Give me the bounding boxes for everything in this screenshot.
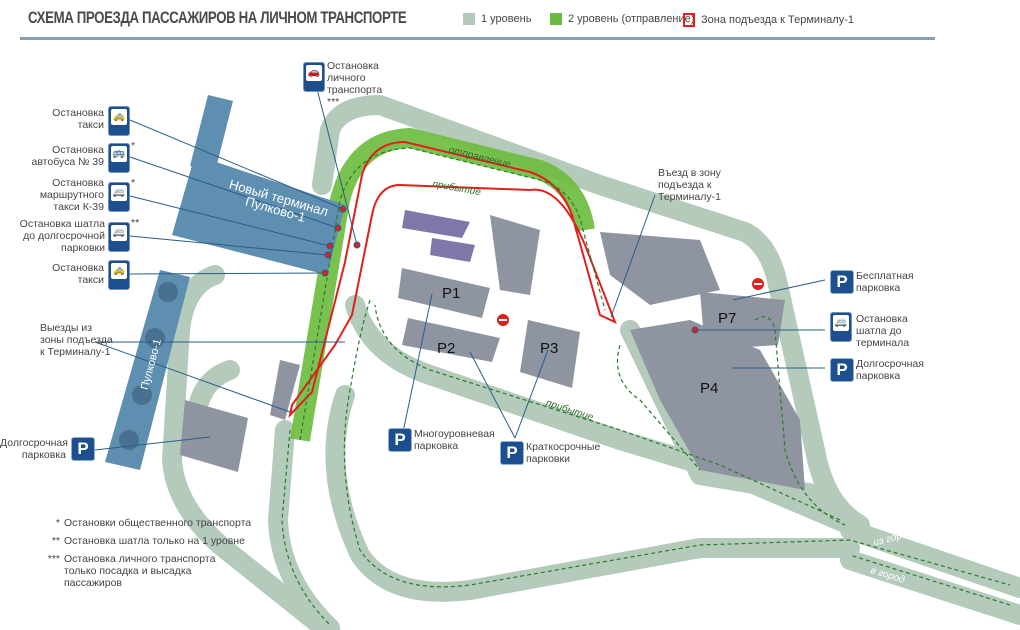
- footnote-mark-2: **: [51, 535, 60, 547]
- shuttle-icon: 🚐: [833, 315, 849, 331]
- taxi-stop-sign-2: 🚕: [108, 260, 130, 290]
- road-left-loop: [162, 265, 330, 630]
- parking-p4: P4: [700, 380, 719, 397]
- minibus-icon: 🚐: [111, 185, 127, 201]
- short-parking-label: Краткосрочные парковки: [526, 441, 601, 465]
- legend-level1: 1 уровень: [463, 13, 531, 25]
- road-highway-in: [840, 520, 1020, 598]
- no-entry-signs: [497, 278, 764, 326]
- legend-zone: Зона подъезда к Терминалу-1: [683, 13, 854, 27]
- parking-p7: P7: [718, 310, 737, 327]
- leader-lines: [94, 84, 826, 451]
- entry-label: Въезд в зону подъезда к Терминалу-1: [658, 167, 721, 203]
- taxi-stop-sign-1: 🚕: [108, 106, 130, 136]
- parking-sign-short: P: [500, 441, 524, 465]
- parking-sign-long-right: P: [830, 358, 854, 382]
- parking-p2: P2: [437, 340, 456, 357]
- shuttle-stop-sign: 🚐: [108, 222, 130, 252]
- taxi-stop-label-1: Остановка такси: [52, 107, 104, 131]
- minibus-stop-label: Остановка маршрутного такси К-39: [39, 177, 104, 213]
- parking-sign-long-left: P: [71, 437, 95, 461]
- page-title: СХЕМА ПРОЕЗДА ПАССАЖИРОВ НА ЛИЧНОМ ТРАНС…: [28, 8, 407, 27]
- terminal-pier: [190, 95, 233, 172]
- footnote-1: Остановки общественного транспорта: [64, 517, 252, 529]
- roads: [162, 95, 1020, 630]
- shuttle-stop-mark: **: [131, 217, 140, 229]
- new-terminal-building: [172, 155, 345, 275]
- bus-icon: 🚌: [111, 146, 127, 162]
- car-icon: 🚗: [306, 65, 322, 81]
- road-left-down: [268, 420, 340, 630]
- terminal1-access-zone: [288, 140, 617, 419]
- old-terminal-domes: [119, 282, 178, 450]
- building-center: [490, 215, 540, 295]
- building-p1: [398, 268, 490, 318]
- footnote-mark-3: ***: [47, 553, 60, 565]
- footnote-2: Остановка шатла только на 1 уровне: [64, 535, 245, 547]
- building-p3: [520, 320, 580, 388]
- road-highway-out: [840, 550, 1020, 625]
- building-left: [180, 400, 248, 472]
- parking-sign-free: P: [830, 270, 854, 294]
- parking-sign-multilevel: P: [388, 428, 412, 452]
- free-parking-label: Бесплатная парковка: [856, 270, 914, 294]
- multilevel-parking-label: Многоуровневая парковка: [414, 428, 495, 452]
- long-parking-right-label: Долгосрочная парковка: [856, 358, 924, 382]
- shuttle-icon: 🚐: [111, 225, 127, 241]
- building-p7: [700, 292, 785, 350]
- shuttle-terminal-sign: 🚐: [830, 312, 852, 342]
- road-inner-loop: [325, 385, 860, 602]
- buildings: [180, 210, 805, 490]
- footnote-3: Остановка личного транспорта только поса…: [64, 553, 216, 589]
- shuttle-terminal-label: Остановка шатла до терминала: [856, 313, 910, 349]
- taxi-stop-label-2: Остановка такси: [52, 262, 104, 286]
- building-p2: [402, 318, 500, 362]
- private-car-stop-sign: 🚗: [303, 62, 325, 92]
- minibus-stop-sign: 🚐: [108, 182, 130, 212]
- legend-level2: 2 уровень (отправление): [550, 13, 694, 25]
- title-divider: [20, 37, 935, 40]
- old-terminal-building: [105, 270, 190, 470]
- building-p4: [630, 320, 805, 490]
- road-top-loop: [312, 95, 870, 535]
- footnote-mark-1: *: [55, 517, 60, 529]
- stop-markers: [321, 205, 699, 334]
- minibus-stop-mark: *: [131, 177, 136, 189]
- building-strip: [270, 360, 300, 420]
- taxi-icon: 🚕: [111, 263, 127, 279]
- parking-p1: P1: [442, 285, 461, 302]
- level2-departure: [290, 128, 595, 442]
- long-parking-left-label: Долгосрочная парковка: [0, 437, 68, 461]
- building-purple-2: [430, 238, 475, 262]
- bus-stop-label: Остановка автобуса № 39: [31, 144, 104, 168]
- shuttle-stop-label: Остановка шатла до долгосрочной парковки: [19, 218, 105, 254]
- bus-stop-sign: 🚌: [108, 143, 130, 173]
- traffic-routes: [281, 147, 1011, 626]
- building-purple-1: [402, 210, 470, 238]
- parking-p3: P3: [540, 340, 559, 357]
- taxi-icon: 🚕: [111, 109, 127, 125]
- building-top-right: [600, 232, 720, 305]
- private-stop-label: Остановка личного транспорта ***: [327, 60, 383, 108]
- exits-label: Выезды из зоны подъезда к Терминалу-1: [40, 322, 113, 358]
- bus-stop-mark: *: [131, 140, 136, 152]
